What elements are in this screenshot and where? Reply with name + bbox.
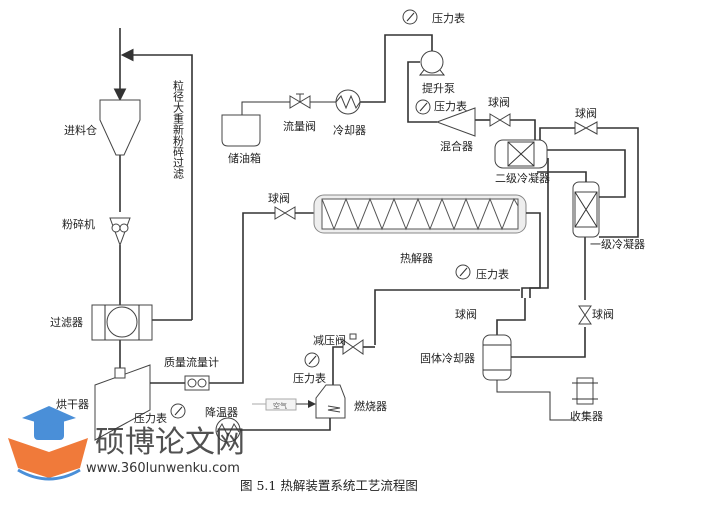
solid-cooler-label: 固体冷却器 xyxy=(420,351,475,365)
pressure-gauge-pump xyxy=(402,9,418,25)
mass-flow-meter xyxy=(184,375,210,391)
pyrolysis-reactor xyxy=(313,194,527,234)
dryer-label: 烘干器 xyxy=(56,397,89,411)
filter xyxy=(91,304,153,341)
ball-valve-label-primary: 球阀 xyxy=(592,307,614,321)
reactor-label: 热解器 xyxy=(400,251,433,265)
feed-bin xyxy=(99,99,141,156)
primary-condenser-label: 一级冷凝器 xyxy=(590,237,645,251)
pressure-gauge-burner xyxy=(304,352,320,368)
oil-tank-label: 储油箱 xyxy=(228,151,261,165)
mixer xyxy=(435,107,476,137)
pressure-gauge-mixer xyxy=(415,99,431,115)
ball-valve-primary[interactable] xyxy=(578,305,592,325)
collector xyxy=(572,377,598,405)
ball-valve-top-right[interactable] xyxy=(574,121,598,135)
flow-valve-label: 流量阀 xyxy=(283,119,316,133)
cooler xyxy=(335,89,361,115)
pump-label: 提升泵 xyxy=(422,82,455,95)
relief-valve[interactable] xyxy=(342,333,364,355)
cooler-label: 冷却器 xyxy=(333,124,366,137)
pressure-gauge-label-mixer: 压力表 xyxy=(434,99,467,113)
burner xyxy=(315,384,346,419)
ball-valve-label-top-right: 球阀 xyxy=(575,106,597,120)
pressure-gauge-label-reactor: 压力表 xyxy=(476,267,509,281)
figure-caption: 图 5.1 热解装置系统工艺流程图 xyxy=(240,478,418,493)
dryer xyxy=(94,364,151,441)
lift-pump xyxy=(418,50,446,76)
pressure-gauge-label-dryer: 压力表 xyxy=(134,411,167,425)
feed-bin-label: 进料仓 xyxy=(64,123,97,137)
pressure-gauge-reactor xyxy=(455,264,471,280)
oil-tank xyxy=(221,114,261,147)
desuperheater-label: 降温器 xyxy=(205,405,238,419)
watermark-title: 硕博论文网 xyxy=(95,425,245,460)
filter-label: 过滤器 xyxy=(50,316,83,329)
ball-valve-reactor-inlet[interactable] xyxy=(274,206,296,220)
relief-valve-label: 减压阀 xyxy=(313,333,346,347)
watermark-logo xyxy=(8,406,88,481)
pressure-gauge-dryer xyxy=(170,403,186,419)
mixer-label: 混合器 xyxy=(440,139,473,153)
pressure-gauge-label-burner: 压力表 xyxy=(293,371,326,385)
air-label: 空气 xyxy=(273,401,287,410)
crusher-label: 粉碎机 xyxy=(62,217,95,231)
solid-cooler xyxy=(482,334,512,381)
feed-line xyxy=(113,28,193,372)
secondary-condenser-label: 二级冷凝器 xyxy=(495,171,550,185)
ball-valve-secondary[interactable] xyxy=(489,113,511,127)
mass-flow-label: 质量流量计 xyxy=(164,355,219,369)
secondary-condenser xyxy=(494,139,548,169)
ball-valve-label-1: 球阀 xyxy=(268,191,290,205)
primary-condenser xyxy=(572,181,600,238)
ball-valve-label-solid: 球阀 xyxy=(455,307,477,321)
regrind-label: 粒径大重新粉碎过滤 xyxy=(172,79,185,179)
pressure-gauge-label-pump: 压力表 xyxy=(432,11,465,25)
flow-valve[interactable] xyxy=(289,93,311,109)
watermark-url: www.360lunwenku.com xyxy=(86,461,240,476)
collector-label: 收集器 xyxy=(570,409,603,423)
desuperheater xyxy=(215,417,241,443)
crusher xyxy=(109,217,131,247)
ball-valve-label-secondary: 球阀 xyxy=(488,95,510,109)
burner-label: 燃烧器 xyxy=(354,399,387,413)
